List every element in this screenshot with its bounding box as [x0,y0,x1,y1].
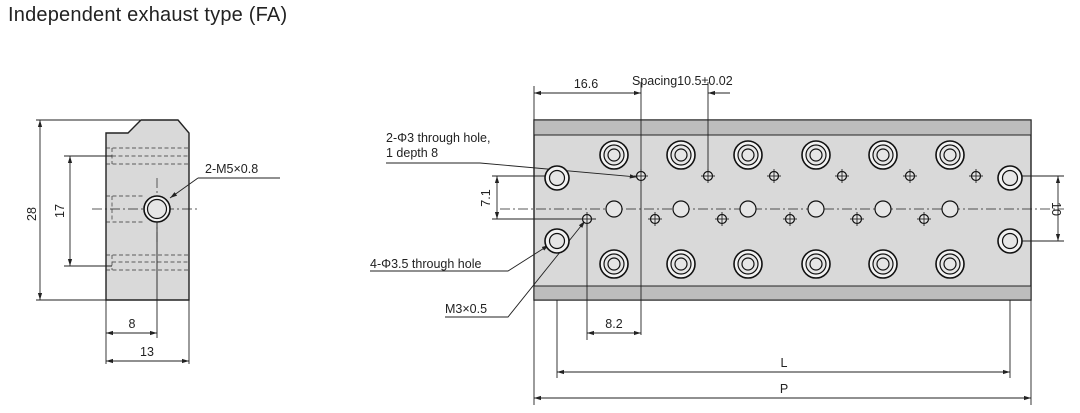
thru-hole-3-label-1: 2-Φ3 through hole, [386,131,491,145]
mount-hole-inner [1001,169,1019,187]
thru-hole-3-label-2: 1 depth 8 [386,146,438,160]
dim-L-label: L [781,356,788,370]
dim-17-label: 17 [53,204,67,218]
center-hole [605,200,623,218]
dim-8-2-label: 8.2 [605,317,622,331]
page-title: Independent exhaust type (FA) [8,4,288,26]
center-hole [739,200,757,218]
dim-P-label: P [780,382,788,396]
dim-28-label: 28 [25,207,39,221]
thru-hole-3-leader [386,162,638,179]
thru-hole-35-label: 4-Φ3.5 through hole [370,257,481,271]
port-hole-core [809,148,823,162]
dim-16-6-label: 16.6 [574,77,598,91]
center-hole [941,200,959,218]
port-hole-core [674,257,688,271]
spacing-label: Spacing10.5±0.02 [632,74,733,88]
center-hole [807,200,825,218]
center-hole [672,200,690,218]
m5-hole-inner [146,198,168,220]
side-view: 28 17 2-M5×0.8 8 13 [25,119,280,364]
front-holes [544,140,1023,279]
dim-8-label: 8 [129,317,136,331]
port-hole-core [943,148,957,162]
dim-13-label: 13 [140,345,154,359]
thru-hole-35-leader [370,244,550,272]
m3-label: M3×0.5 [445,302,487,316]
m5-leader [169,177,199,199]
mount-hole-inner [548,169,566,187]
port-hole-core [876,257,890,271]
mount-hole-inner [1001,232,1019,250]
dim-7-1-label: 7.1 [479,189,493,206]
front-top-band [533,119,1032,136]
front-bottom-band [533,285,1032,301]
port-hole-core [607,257,621,271]
port-hole-core [943,257,957,271]
front-view: 16.6 Spacing10.5±0.02 2-Φ3 through hole,… [370,74,1064,405]
mount-hole-inner [548,232,566,250]
m5-label: 2-M5×0.8 [205,162,258,176]
dim-10-label: 10 [1049,202,1063,216]
port-hole-core [674,148,688,162]
port-hole-core [607,148,621,162]
port-hole-core [809,257,823,271]
port-hole-core [741,257,755,271]
center-hole [874,200,892,218]
port-hole-core [741,148,755,162]
port-hole-core [876,148,890,162]
